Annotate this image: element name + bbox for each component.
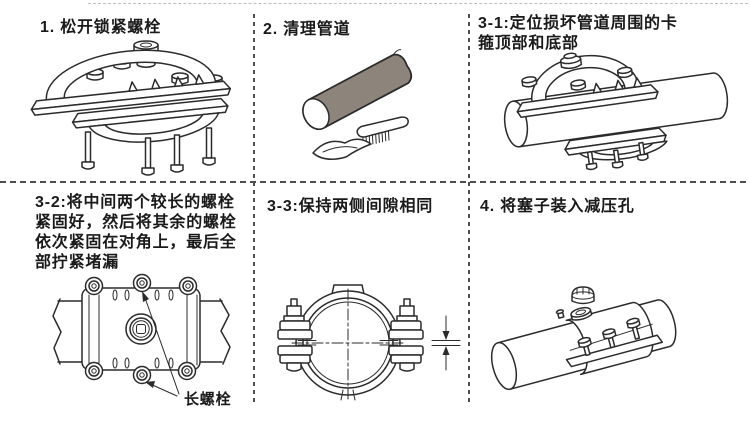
bottom-notch	[340, 389, 356, 401]
clamp-bottom-shell	[564, 127, 668, 171]
gap-dimension-indicator	[431, 315, 461, 371]
loose-bolts-icon	[81, 127, 216, 176]
pipe-cleaning-illustration	[302, 49, 413, 160]
panel-step-2: 2. 清理管道	[253, 0, 468, 181]
plug-installation-illustration	[490, 286, 677, 391]
bolt-lugs	[84, 273, 198, 385]
clamp-top-shell	[30, 49, 232, 116]
clamp-band	[555, 301, 663, 376]
panel-step-1: 1. 松开锁紧螺栓	[0, 0, 253, 181]
long-bolt-callout: 长螺栓	[184, 391, 232, 408]
bolt-tightening-top-view-illustration	[52, 273, 231, 397]
clamp-end-view-illustration	[277, 284, 461, 401]
left-lug-bolt	[277, 298, 317, 372]
panel-3-2-title: 3-2:将中间两个较长的螺栓紧固好，然后将其余的螺栓依次紧固在对角上，最后全部拧…	[35, 194, 237, 271]
panel-4-title: 4. 将塞子装入减压孔	[480, 198, 635, 215]
exploded-clamp-illustration	[30, 40, 232, 176]
panel-step-3-3: 3-3:保持两侧间隙相同	[253, 181, 468, 427]
clamp-positioning-illustration	[503, 52, 729, 171]
relief-boss-icon	[559, 52, 583, 70]
relief-hole-icon	[570, 306, 593, 321]
plug-icon	[571, 286, 595, 305]
right-lug-bolt	[379, 298, 424, 372]
panel-2-title: 2. 清理管道	[263, 21, 351, 38]
vertical-divider-1	[253, 14, 255, 406]
panel-step-3-1: 3-1:定位损坏管道周围的卡箍顶部和底部	[468, 0, 750, 181]
wire-brush-icon	[356, 116, 409, 148]
top-hairline	[88, 3, 748, 4]
clamp-top-shell	[516, 52, 659, 118]
panel-3-3-title: 3-3:保持两侧间隙相同	[267, 198, 434, 215]
callout-arrows	[142, 291, 180, 397]
clamp-bottom-shell	[71, 97, 229, 143]
panel-3-1-title: 3-1:定位损坏管道周围的卡箍顶部和底部	[478, 15, 678, 52]
panel-step-4: 4. 将塞子装入减压孔	[468, 181, 750, 427]
vertical-divider-2	[468, 14, 470, 406]
clamp-body	[81, 287, 201, 371]
horizontal-divider	[0, 181, 750, 183]
centerlines	[291, 288, 405, 400]
pipe-icon	[302, 49, 413, 131]
panel-step-3-2: 3-2:将中间两个较长的螺栓紧固好，然后将其余的螺栓依次紧固在对角上，最后全部拧…	[0, 181, 253, 427]
flange-bolts	[577, 317, 641, 357]
cloth-icon	[312, 138, 372, 160]
panel-1-title: 1. 松开锁紧螺栓	[40, 19, 161, 36]
